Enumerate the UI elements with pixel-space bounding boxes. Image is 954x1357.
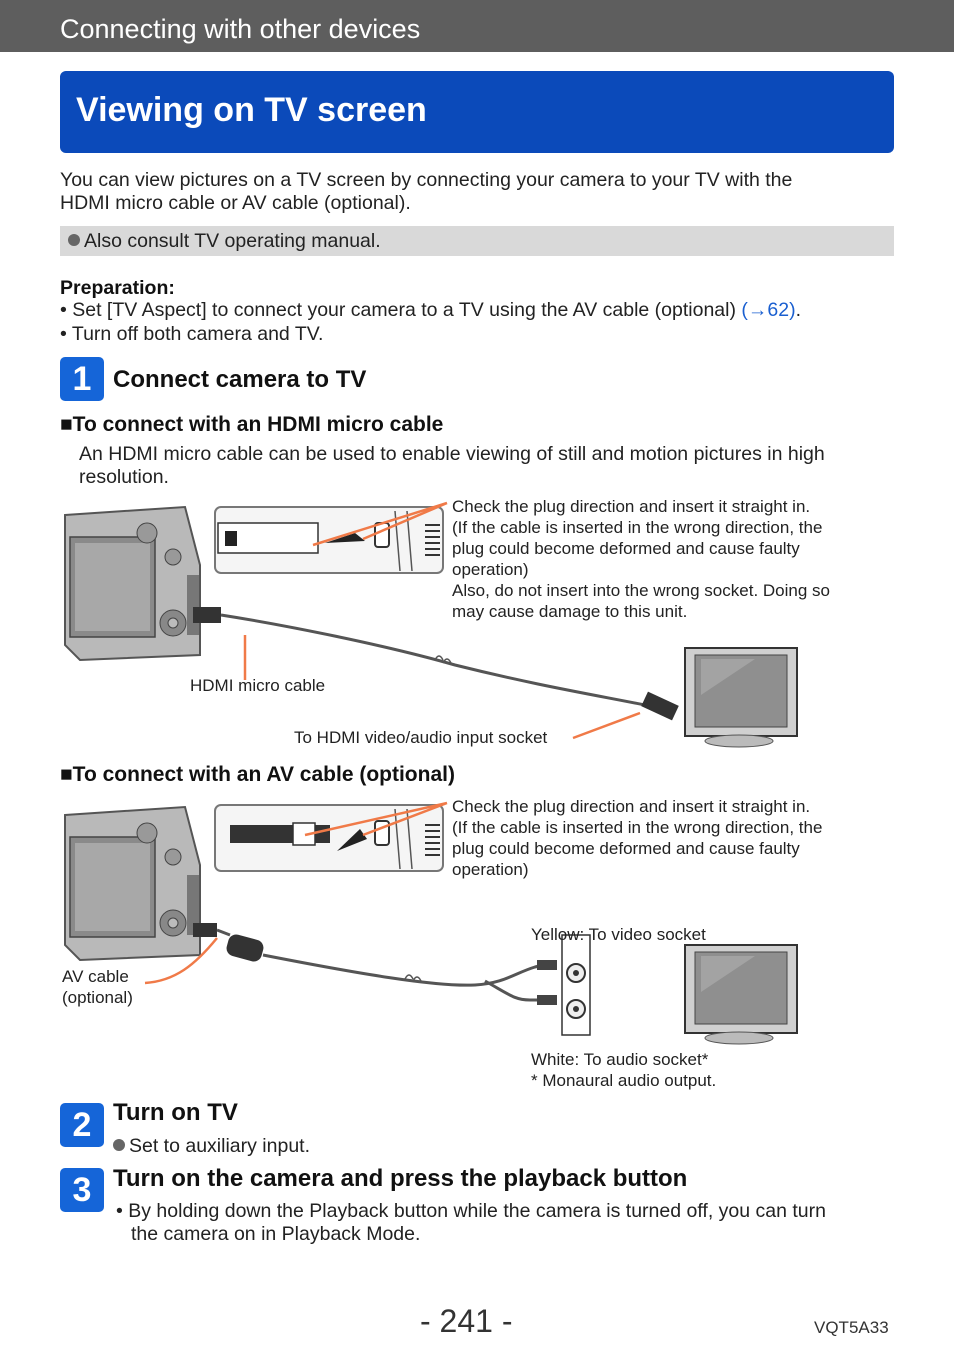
preparation-heading: Preparation: [60,277,175,299]
note-text: Also consult TV operating manual. [84,230,381,252]
footnote: * Monaural audio output. [531,1071,717,1090]
page-number: - 241 - [420,1303,513,1339]
av-callout-line-4: operation) [452,860,529,879]
white-socket-label: White: To audio socket* [531,1050,709,1069]
preparation-item-2: • Turn off both camera and TV. [60,323,324,345]
hdmi-heading: ■To connect with an HDMI micro cable [60,413,444,436]
av-plug [193,923,217,937]
hdmi-cable-label: HDMI micro cable [190,676,326,695]
page-reference-link[interactable]: (→62) [741,299,796,321]
ferrite-core [226,934,264,962]
step-3-badge: 3 [60,1168,104,1212]
av-cable-label: AV cable [62,967,129,986]
av-callout-line-2: (If the cable is inserted in the wrong d… [452,818,823,837]
hdmi-micro-plug [193,607,221,623]
section-title: Connecting with other devices [60,14,421,44]
plug-closeup-inset [214,804,444,872]
title-banner [60,71,894,153]
av-cable-label-line [144,937,218,985]
bullet-icon [113,1139,125,1151]
tv-socket-panel [561,934,591,1036]
step-3-item-line-2: the camera on in Playback Mode. [131,1223,421,1245]
callout-line [312,501,448,547]
hdmi-callout-line-4: operation) [452,560,529,579]
note-box [60,226,894,256]
page-title: Viewing on TV screen [76,91,427,129]
intro-line-2: HDMI micro cable or AV cable (optional). [60,192,411,214]
av-cable [262,953,544,987]
yellow-socket-label: Yellow: To video socket [531,925,706,944]
step-1-title: Connect camera to TV [113,366,367,393]
note: Also consult TV operating manual. [68,229,381,253]
tv-image [684,647,798,748]
step-2-title: Turn on TV [113,1099,238,1126]
hdmi-callout-line-3: plug could become deformed and cause fau… [452,539,800,558]
hdmi-callout-line-6: may cause damage to this unit. [452,602,688,621]
step-3-item-line-1: • By holding down the Playback button wh… [116,1200,826,1222]
camera-image [64,505,201,662]
preparation-item-1-end: . [795,299,801,321]
document-code: VQT5A33 [814,1318,889,1337]
callout-line [304,801,448,837]
step-3-title: Turn on the camera and press the playbac… [113,1165,688,1192]
av-connection-illustration [64,801,798,1045]
preparation-item-1: • Set [TV Aspect] to connect your camera… [60,298,801,322]
hdmi-plug [641,691,679,721]
av-cable-label-optional: (optional) [62,988,133,1007]
hdmi-desc-line-2: resolution. [79,466,169,488]
av-callout-line-1: Check the plug direction and insert it s… [452,797,811,816]
step-1-badge: 1 [60,357,104,401]
step-2-item-text: Set to auxiliary input. [129,1135,311,1157]
hdmi-socket-label: To HDMI video/audio input socket [294,728,548,747]
camera-image [64,805,201,962]
hdmi-callout-line-1: Check the plug direction and insert it s… [452,497,811,516]
hdmi-desc-line-1: An HDMI micro cable can be used to enabl… [79,443,825,465]
tv-image [684,944,798,1045]
av-heading: ■To connect with an AV cable (optional) [60,763,455,786]
intro-line-1: You can view pictures on a TV screen by … [60,169,793,191]
av-callout-line-3: plug could become deformed and cause fau… [452,839,800,858]
step-2-item: Set to auxiliary input. [113,1134,310,1158]
section-header-bar [0,0,954,52]
hdmi-connection-illustration [64,501,798,748]
bullet-icon [68,234,80,246]
hdmi-callout-line-5: Also, do not insert into the wrong socke… [452,581,830,600]
socket-label-line [572,711,641,740]
hdmi-callout-line-2: (If the cable is inserted in the wrong d… [452,518,823,537]
step-2-badge: 2 [60,1103,104,1147]
preparation-item-1-text: • Set [TV Aspect] to connect your camera… [60,299,742,321]
hdmi-cable [220,613,646,707]
